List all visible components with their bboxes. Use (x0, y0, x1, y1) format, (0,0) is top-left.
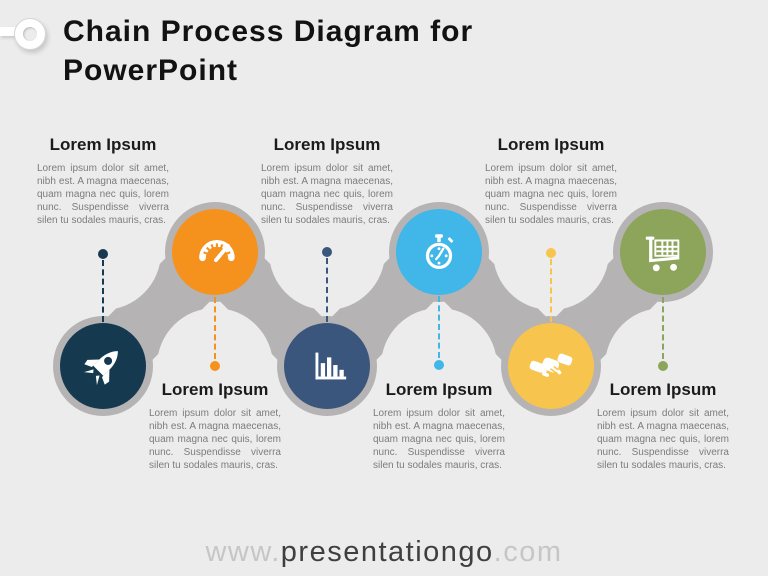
step-body: Lorem ipsum dolor sit amet, nibh est. A … (373, 408, 505, 471)
step-heading: Lorem Ipsum (497, 135, 605, 154)
text-block-step-4: Lorem Ipsum Lorem ipsum dolor sit amet, … (373, 379, 505, 472)
text-block-step-6: Lorem Ipsum Lorem ipsum dolor sit amet, … (597, 379, 729, 472)
step-body: Lorem ipsum dolor sit amet, nibh est. A … (261, 163, 393, 226)
step-circle-2 (172, 209, 258, 295)
connector-step-2 (214, 297, 216, 359)
step-body: Lorem ipsum dolor sit amet, nibh est. A … (485, 163, 617, 226)
dot-step-1 (98, 249, 108, 259)
ring-decoration (14, 18, 46, 50)
title-line-2: PowerPoint (63, 54, 239, 87)
dot-step-4 (434, 360, 444, 370)
connector-step-4 (438, 296, 440, 358)
handshake-icon (529, 353, 573, 377)
step-heading: Lorem Ipsum (49, 135, 157, 154)
step-circle-4 (396, 209, 482, 295)
dot-step-2 (210, 361, 220, 371)
connector-step-3 (326, 258, 328, 322)
step-heading: Lorem Ipsum (385, 380, 493, 399)
step-body: Lorem ipsum dolor sit amet, nibh est. A … (597, 408, 729, 471)
connector-step-5 (550, 259, 552, 322)
connector-step-6 (662, 297, 664, 359)
step-circle-6 (620, 209, 706, 295)
rocket-icon (84, 351, 118, 385)
ring-connector-bar (0, 27, 25, 36)
footer-com: .com (493, 536, 563, 568)
step-body: Lorem ipsum dolor sit amet, nibh est. A … (149, 408, 281, 471)
bar-chart-icon (315, 352, 347, 380)
dot-step-3 (322, 247, 332, 257)
step-heading: Lorem Ipsum (273, 135, 381, 154)
step-circle-3 (284, 323, 370, 409)
step-circle-5 (508, 323, 594, 409)
text-block-step-1: Lorem Ipsum Lorem ipsum dolor sit amet, … (37, 134, 169, 227)
connector-step-1 (102, 260, 104, 322)
footer-url: www.presentationgo.com (0, 536, 768, 569)
dot-step-6 (658, 361, 668, 371)
step-circle-1 (60, 323, 146, 409)
step-heading: Lorem Ipsum (609, 380, 717, 399)
speedometer-icon (199, 240, 235, 263)
dot-step-5 (546, 248, 556, 258)
footer-www: www. (205, 536, 281, 568)
text-block-step-2: Lorem Ipsum Lorem ipsum dolor sit amet, … (149, 379, 281, 472)
footer-brand: presentationgo (280, 536, 494, 568)
text-block-step-3: Lorem Ipsum Lorem ipsum dolor sit amet, … (261, 134, 393, 227)
text-block-step-5: Lorem Ipsum Lorem ipsum dolor sit amet, … (485, 134, 617, 227)
step-body: Lorem ipsum dolor sit amet, nibh est. A … (37, 163, 169, 226)
stopwatch-icon (425, 234, 454, 269)
shopping-cart-icon (645, 236, 680, 272)
title-line-1: Chain Process Diagram for (63, 15, 474, 48)
page-title: Chain Process Diagram for PowerPoint (63, 12, 663, 90)
step-heading: Lorem Ipsum (161, 380, 269, 399)
